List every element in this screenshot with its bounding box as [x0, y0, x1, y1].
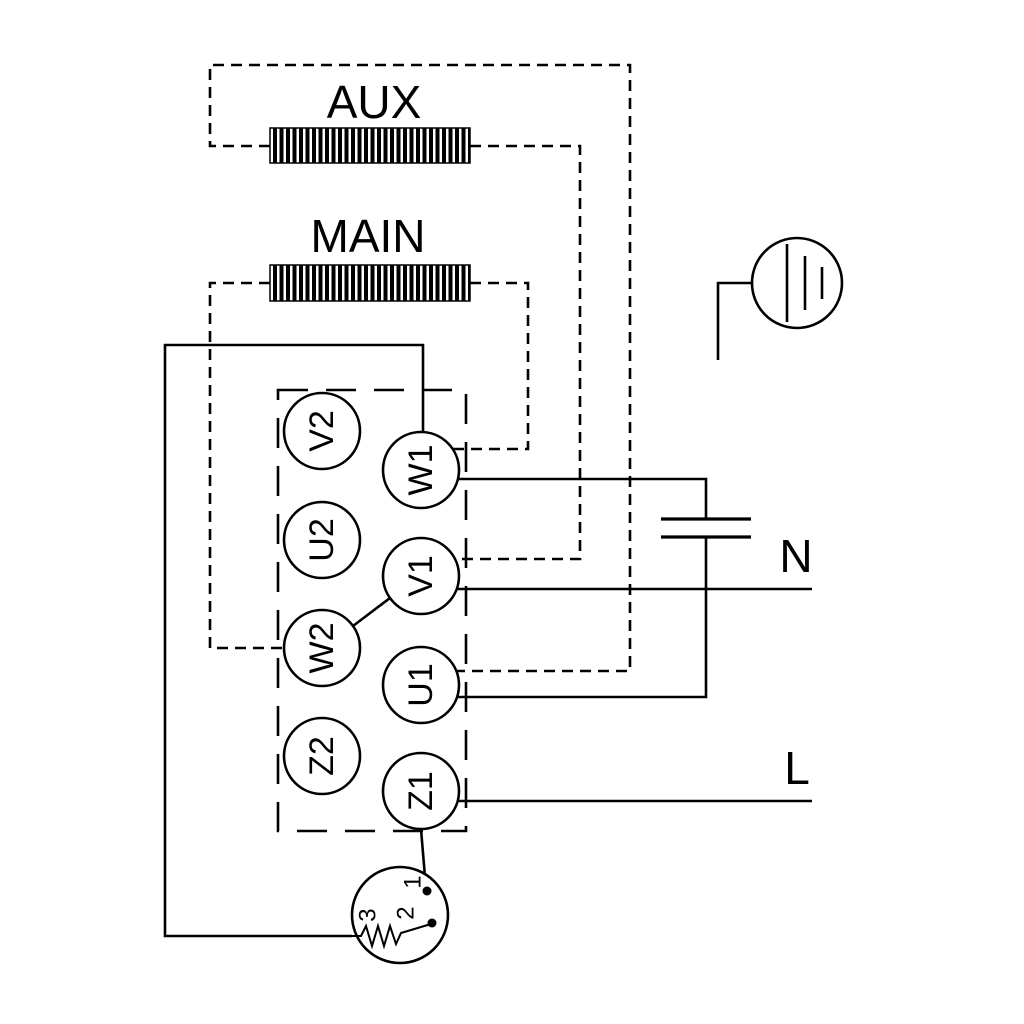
- u1-capacitor-wire: [457, 537, 708, 699]
- terminal-label: Z2: [303, 736, 341, 776]
- main-winding-coil: [269, 264, 471, 302]
- thermal-contact-label-1: 1: [400, 875, 427, 888]
- main-circuit-wire-left: [208, 281, 284, 650]
- neutral-label: N: [779, 530, 812, 582]
- w2-v1-link-wire: [352, 596, 391, 628]
- terminal-W1: W1: [381, 430, 461, 510]
- terminal-Z2: Z2: [282, 716, 362, 796]
- thermal-protector: 1 2 3: [350, 865, 450, 965]
- terminal-label: U1: [402, 663, 440, 706]
- contact-dot-1: [422, 886, 432, 896]
- live-label: L: [784, 742, 810, 794]
- terminal-W2: W2: [282, 608, 362, 688]
- terminal-label: V2: [303, 410, 341, 452]
- terminal-block-outline: [276, 388, 468, 833]
- terminal-circle: [282, 391, 362, 471]
- heater-coil-icon: [352, 922, 432, 950]
- terminal-label: W2: [303, 623, 341, 674]
- aux-winding: AUX: [269, 76, 471, 164]
- live-loop-wire: [163, 343, 425, 938]
- aux-circuit-wire-right: [455, 144, 582, 561]
- terminal-Z1: Z1: [381, 751, 461, 831]
- capacitor-icon: [661, 517, 751, 539]
- terminal-V2: V2: [282, 391, 362, 471]
- aux-winding-label: AUX: [327, 76, 422, 128]
- earth-ground-icon: [716, 236, 844, 360]
- terminal-label: V1: [402, 555, 440, 597]
- terminal-U1: U1: [381, 645, 461, 725]
- w1-capacitor-wire: [458, 477, 708, 519]
- terminal-U2: U2: [282, 500, 362, 580]
- contact-dot-2: [427, 918, 437, 928]
- main-winding-label: MAIN: [311, 210, 426, 262]
- aux-circuit-wire-left: [208, 63, 632, 673]
- thermal-contact-label-2: 2: [393, 906, 420, 919]
- aux-winding-coil: [269, 127, 471, 164]
- terminal-circle: [381, 536, 461, 616]
- terminal-circle: [381, 645, 461, 725]
- terminal-circle: [282, 716, 362, 796]
- main-circuit-wire-right: [453, 281, 530, 451]
- terminal-circle: [381, 751, 461, 831]
- terminal-label: Z1: [402, 771, 440, 811]
- terminal-circle: [381, 430, 461, 510]
- main-winding: MAIN: [269, 210, 471, 302]
- terminal-circle: [282, 500, 362, 580]
- thermal-contact-label-3: 3: [355, 908, 382, 921]
- terminal-V1: V1: [381, 536, 461, 616]
- terminal-circle: [282, 608, 362, 688]
- ground-circle: [750, 236, 844, 330]
- terminal-label: W1: [402, 445, 440, 496]
- terminal-label: U2: [303, 518, 341, 561]
